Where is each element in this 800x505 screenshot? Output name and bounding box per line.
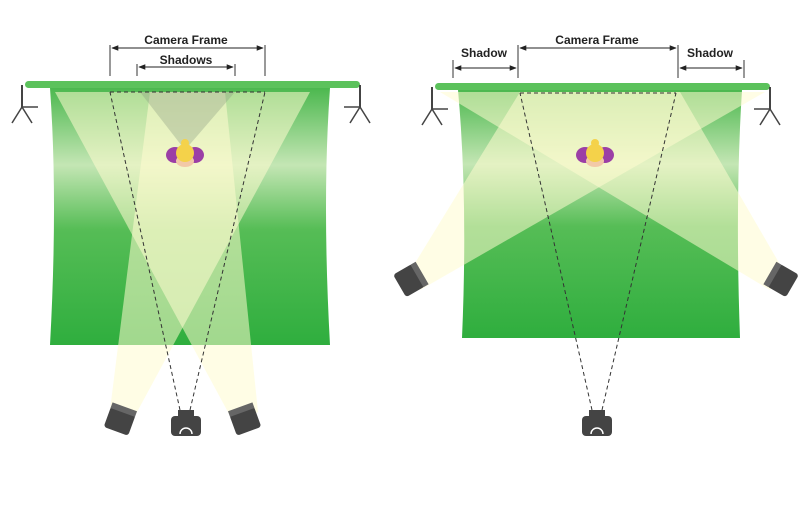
camera-icon [170, 409, 202, 437]
light-beam-right [55, 92, 258, 425]
right-diagram: Shadow Camera Frame Shadow [393, 33, 799, 437]
stand-icon [11, 84, 39, 124]
camera-frame-line [601, 92, 677, 411]
light-beam-right [440, 92, 782, 290]
shadow-left-label: Shadow [461, 46, 508, 60]
backdrop-rod [25, 81, 360, 88]
stand-icon [343, 84, 371, 124]
camera-frame-line [189, 91, 266, 411]
camera-frame-line [519, 92, 593, 411]
camera-frame-label: Camera Frame [555, 33, 639, 47]
camera-frame-line [109, 91, 181, 411]
shadow-region [140, 92, 235, 150]
left-diagram: Camera Frame Shadows [11, 33, 371, 437]
shadows-label: Shadows [160, 53, 213, 67]
camera-frame-label: Camera Frame [144, 33, 228, 47]
shadow-right-label: Shadow [687, 46, 734, 60]
backdrop-rod [435, 83, 770, 90]
camera-icon [581, 409, 613, 437]
